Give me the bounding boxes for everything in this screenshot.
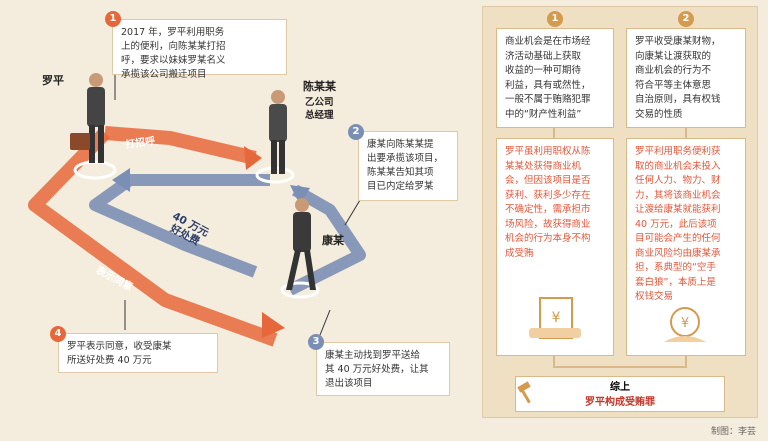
orange-arrowhead-bottom	[262, 312, 285, 338]
column-2-top: 罗平收受康某财物， 向康某让渡获取的 商业机会的行为不 符合平等主体意思 自治原…	[626, 28, 746, 128]
chenmou-name: 陈某某	[303, 80, 336, 93]
orange-path-top	[104, 126, 257, 165]
kangmou-figure-icon	[286, 198, 316, 290]
luoping-figure-icon	[70, 73, 105, 163]
money-bag-hand-icon: ¥	[664, 307, 706, 342]
blue-path-back	[89, 174, 270, 278]
gavel-icon	[517, 381, 531, 404]
step-1-badge: 1	[105, 11, 121, 27]
column-1-bottom: 罗平虽利用职权从陈 某某处获得商业机 会，但因该项目是否 获利、获利多少存在 不…	[496, 138, 614, 356]
step-2-badge: 2	[348, 124, 364, 140]
step-4-box: 罗平表示同意，收受康某 所送好处费 40 万元	[58, 333, 218, 373]
step-2-box: 康某向陈某某提 出要承揽该项目， 陈某某告知其项 目已内定给罗某	[358, 131, 458, 201]
chenmou-figure-icon	[269, 90, 287, 174]
column-1-badge: 1	[547, 11, 563, 27]
column-2-bottom: 罗平利用职务便利获 取的商业机会未投入 任何人力、物力、财 力，其将该商业机会 …	[626, 138, 746, 356]
summary-line-2: 罗平构成受贿罪	[585, 397, 655, 408]
summary-box: 综上 罗平构成受贿罪	[515, 376, 725, 412]
orange-path-left	[28, 128, 278, 347]
credit: 制图：李芸	[710, 427, 756, 437]
kangmou-ground	[280, 281, 320, 299]
luoping-name: 罗平	[42, 74, 64, 87]
step-4-badge: 4	[50, 326, 66, 342]
column-1-top: 商业机会是在市场经 济活动基础上获取 收益的一种可期待 利益，具有或然性， 一般…	[496, 28, 614, 128]
chenmou-title-2: 总经理	[305, 110, 334, 121]
blue-arrowhead-left	[112, 168, 130, 192]
kangmou-name: 康某	[322, 234, 344, 247]
blue-arrowhead-up	[290, 185, 310, 205]
money-document-icon: ¥	[529, 297, 581, 339]
step-3-badge: 3	[308, 334, 324, 350]
blue-path-right	[287, 184, 366, 296]
summary-line-1: 综上	[610, 382, 630, 393]
svg-text:¥: ¥	[552, 310, 561, 326]
flow-paths	[28, 75, 366, 347]
step-3-box: 康某主动找到罗平送给 其 40 万元好处费，让其 退出该项目	[316, 342, 450, 396]
column-2-badge: 2	[678, 11, 694, 27]
orange-arrowhead-top	[244, 146, 262, 170]
svg-text:¥: ¥	[681, 316, 689, 331]
chenmou-title-1: 乙公司	[305, 97, 334, 108]
step-1-box: 2017 年，罗平利用职务 上的便利，向陈某某打招 呼，要求以妹妹罗某名义 承揽…	[112, 19, 287, 80]
